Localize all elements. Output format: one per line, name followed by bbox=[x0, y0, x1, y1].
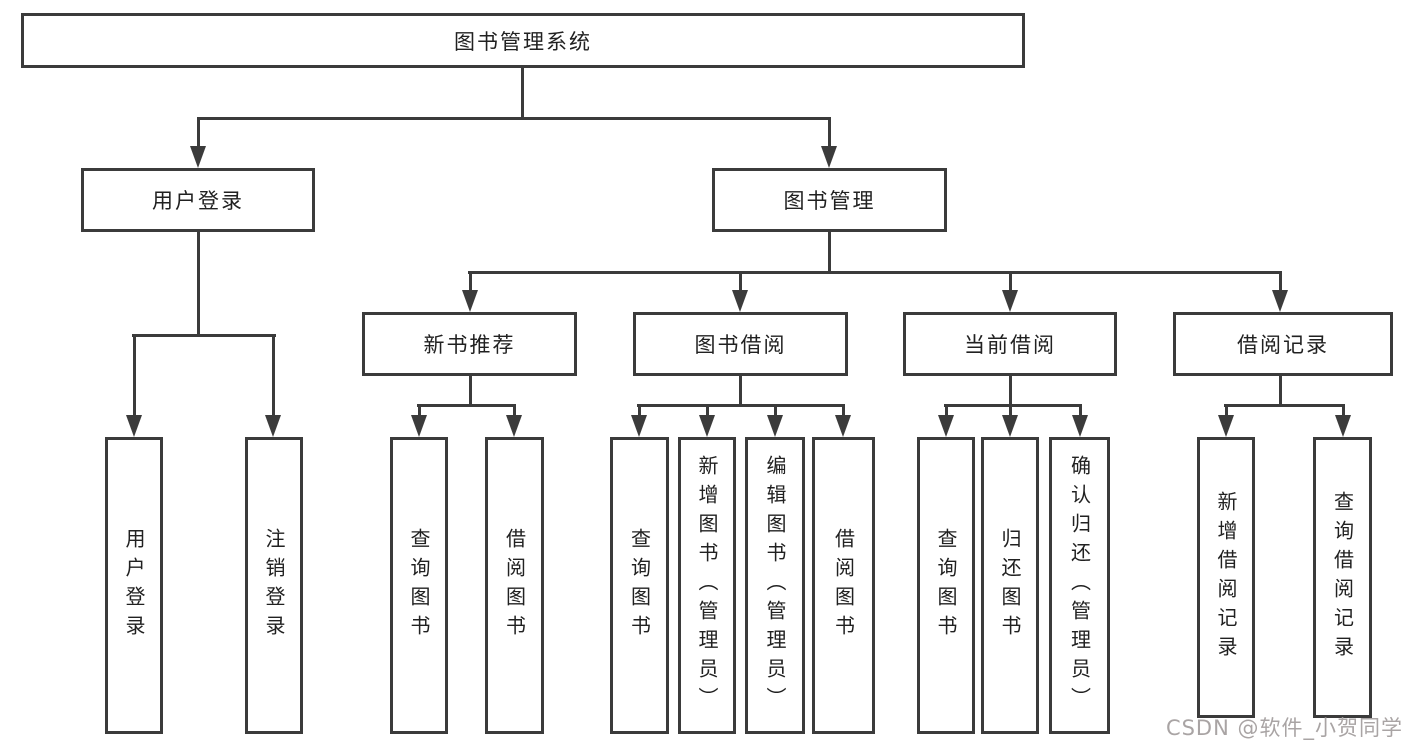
connector-root-stem bbox=[521, 68, 524, 118]
node-book-management-label: 图书管理 bbox=[783, 189, 876, 213]
connector-dq-leaf3 bbox=[1079, 404, 1082, 415]
leaf-return-books: 归还图书 bbox=[981, 437, 1039, 734]
arrowhead-dq-leaf3 bbox=[1072, 415, 1088, 437]
node-library-system-label: 图书管理系统 bbox=[454, 29, 592, 54]
connector-dq-leaf1 bbox=[945, 404, 948, 415]
connector-jy-leaf1 bbox=[638, 404, 641, 415]
arrowhead-nb-leaf2 bbox=[506, 415, 522, 437]
arrowhead-nb-leaf1 bbox=[411, 415, 427, 437]
connector-level1-bar bbox=[197, 117, 831, 120]
leaf-borrow-books: 借阅图书 bbox=[812, 437, 875, 734]
node-new-book-recommend: 新书推荐 bbox=[362, 312, 577, 376]
leaf-confirm-return-admin: 确认归还（管理员） bbox=[1049, 437, 1110, 734]
leaf-query-borrow-record: 查询借阅记录 bbox=[1313, 437, 1372, 718]
connector-jy-leaf4 bbox=[842, 404, 845, 415]
connector-to-leaf-user-login bbox=[133, 334, 136, 415]
arrowhead-user-login bbox=[190, 146, 206, 168]
connector-to-borrow-records bbox=[1279, 271, 1282, 290]
node-user-login: 用户登录 bbox=[81, 168, 315, 232]
node-new-book-recommend-label: 新书推荐 bbox=[423, 333, 516, 357]
connector-to-new-book bbox=[469, 271, 472, 290]
connector-dq-leaf2 bbox=[1009, 404, 1012, 415]
leaf-confirm-return-admin-label: 确认归还（管理员） bbox=[1067, 455, 1092, 716]
arrowhead-jy-leaf4 bbox=[835, 415, 851, 437]
arrowhead-dq-leaf2 bbox=[1002, 415, 1018, 437]
leaf-add-borrow-record: 新增借阅记录 bbox=[1197, 437, 1255, 718]
node-book-management: 图书管理 bbox=[712, 168, 947, 232]
leaf-query-books-current-label: 查询图书 bbox=[934, 527, 958, 644]
leaf-query-books-borrow: 查询图书 bbox=[610, 437, 669, 734]
leaf-borrow-books-recommend: 借阅图书 bbox=[485, 437, 544, 734]
node-borrow-records: 借阅记录 bbox=[1173, 312, 1393, 376]
leaf-logout: 注销登录 bbox=[245, 437, 303, 734]
connector-to-book-management bbox=[828, 118, 831, 146]
node-book-borrow: 图书借阅 bbox=[633, 312, 848, 376]
watermark: CSDN @软件_小贺同学 bbox=[1165, 716, 1403, 740]
connector-nb-leaf2 bbox=[513, 404, 516, 415]
node-library-system: 图书管理系统 bbox=[21, 13, 1025, 68]
arrowhead-new-book bbox=[462, 290, 478, 312]
node-current-borrow-label: 当前借阅 bbox=[964, 333, 1056, 357]
leaf-query-borrow-record-label: 查询借阅记录 bbox=[1330, 490, 1355, 665]
node-borrow-records-label: 借阅记录 bbox=[1237, 333, 1329, 357]
leaf-add-borrow-record-label: 新增借阅记录 bbox=[1214, 490, 1238, 665]
leaf-query-books-recommend-label: 查询图书 bbox=[407, 527, 431, 644]
connector-to-current-borrow bbox=[1009, 271, 1012, 290]
connector-current-borrow-stem bbox=[1009, 376, 1012, 405]
leaf-add-books-admin-label: 新增图书（管理员） bbox=[695, 455, 719, 716]
connector-to-user-login bbox=[197, 118, 200, 146]
leaf-borrow-books-label: 借阅图书 bbox=[831, 527, 856, 644]
connector-user-login-bar bbox=[132, 334, 276, 337]
arrowhead-current-borrow bbox=[1002, 290, 1018, 312]
node-user-login-label: 用户登录 bbox=[152, 189, 244, 213]
leaf-query-books-recommend: 查询图书 bbox=[390, 437, 448, 734]
connector-jl-leaf2 bbox=[1342, 404, 1345, 415]
arrowhead-jy-leaf3 bbox=[767, 415, 783, 437]
arrowhead-jy-leaf2 bbox=[699, 415, 715, 437]
connector-book-borrow-stem bbox=[739, 376, 742, 405]
arrowhead-book-borrow bbox=[732, 290, 748, 312]
connector-book-borrow-bar bbox=[637, 404, 845, 407]
leaf-query-books-borrow-label: 查询图书 bbox=[627, 527, 652, 644]
arrowhead-jl-leaf1 bbox=[1218, 415, 1234, 437]
connector-borrow-records-bar bbox=[1224, 404, 1344, 407]
arrowhead-jl-leaf2 bbox=[1335, 415, 1351, 437]
connector-book-management-stem bbox=[828, 232, 831, 271]
arrowhead-leaf-logout bbox=[265, 415, 281, 437]
leaf-logout-label: 注销登录 bbox=[262, 527, 286, 644]
connector-jy-leaf3 bbox=[774, 404, 777, 415]
leaf-user-login-label: 用户登录 bbox=[122, 527, 146, 644]
connector-jl-leaf1 bbox=[1225, 404, 1228, 415]
connector-user-login-stem bbox=[197, 232, 200, 335]
connector-level2-bar bbox=[468, 271, 1282, 274]
connector-new-book-bar bbox=[417, 404, 516, 407]
leaf-edit-books-admin: 编辑图书（管理员） bbox=[745, 437, 805, 734]
connector-nb-leaf1 bbox=[418, 404, 421, 415]
connector-jy-leaf2 bbox=[706, 404, 709, 415]
arrowhead-leaf-user-login bbox=[126, 415, 142, 437]
leaf-return-books-label: 归还图书 bbox=[998, 527, 1022, 644]
node-book-borrow-label: 图书借阅 bbox=[694, 333, 787, 357]
connector-borrow-records-stem bbox=[1279, 376, 1282, 405]
arrowhead-dq-leaf1 bbox=[938, 415, 954, 437]
connector-to-leaf-logout bbox=[272, 334, 275, 415]
node-current-borrow: 当前借阅 bbox=[903, 312, 1117, 376]
leaf-query-books-current: 查询图书 bbox=[917, 437, 975, 734]
leaf-edit-books-admin-label: 编辑图书（管理员） bbox=[763, 455, 787, 716]
connector-new-book-stem bbox=[469, 376, 472, 405]
arrowhead-jy-leaf1 bbox=[631, 415, 647, 437]
connector-current-borrow-bar bbox=[944, 404, 1082, 407]
leaf-user-login: 用户登录 bbox=[105, 437, 163, 734]
leaf-borrow-books-recommend-label: 借阅图书 bbox=[502, 527, 527, 644]
leaf-add-books-admin: 新增图书（管理员） bbox=[678, 437, 736, 734]
arrowhead-book-management bbox=[821, 146, 837, 168]
arrowhead-borrow-records bbox=[1272, 290, 1288, 312]
connector-to-book-borrow bbox=[739, 271, 742, 290]
